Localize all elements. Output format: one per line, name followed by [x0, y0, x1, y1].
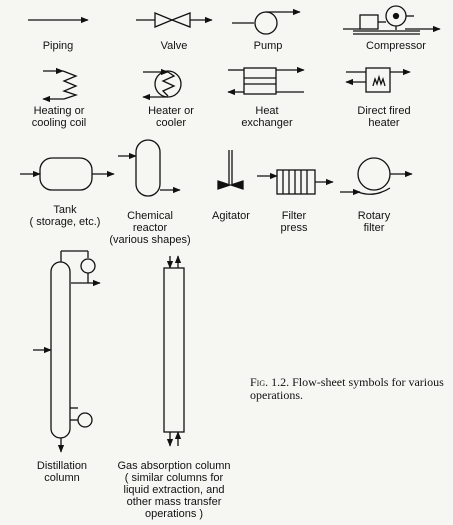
direct-fired-heater-symbol: [345, 67, 411, 93]
piping-label: Piping: [42, 40, 74, 52]
rotary-filter-label: Rotary filter: [357, 210, 391, 234]
heater-cooler-label: Heater or cooler: [148, 105, 194, 129]
agitator-symbol: [217, 150, 244, 190]
figure-caption: Fig. 1.2. Flow-sheet symbols for various…: [250, 376, 450, 402]
valve-label: Valve: [160, 40, 188, 52]
heater-cooler-symbol: [142, 68, 182, 101]
gas-absorption-column-symbol: [163, 255, 185, 447]
heat-exchanger-symbol: [227, 66, 305, 96]
compressor-label: Compressor: [366, 40, 426, 52]
chemical-reactor-symbol: [118, 139, 181, 197]
valve-symbol: [136, 12, 213, 28]
distillation-column-symbol: [33, 250, 101, 453]
direct-fired-heater-label: Direct fired heater: [357, 105, 411, 129]
heating-coil-symbol: [42, 67, 79, 103]
tank-label: Tank ( storage, etc.): [29, 204, 101, 228]
figure-caption-text: Flow-sheet symbols for various operation…: [250, 375, 444, 402]
chemical-reactor-label: Chemical reactor (various shapes): [109, 210, 191, 246]
filter-press-label: Filter press: [280, 210, 308, 234]
distillation-column-label: Distillation column: [36, 460, 88, 484]
gas-absorption-column-label: Gas absorption column ( similar columns …: [117, 460, 231, 520]
tank-symbol: [20, 157, 115, 191]
pump-symbol: [232, 8, 301, 35]
pump-label: Pump: [253, 40, 283, 52]
heating-coil-label: Heating or cooling coil: [31, 105, 87, 129]
heat-exchanger-label: Heat exchanger: [241, 105, 293, 129]
rotary-filter-symbol: [340, 157, 413, 196]
figure-number: Fig. 1.2.: [250, 375, 290, 389]
agitator-label: Agitator: [212, 210, 250, 222]
compressor-symbol: [343, 5, 441, 35]
filter-press-symbol: [257, 169, 334, 195]
